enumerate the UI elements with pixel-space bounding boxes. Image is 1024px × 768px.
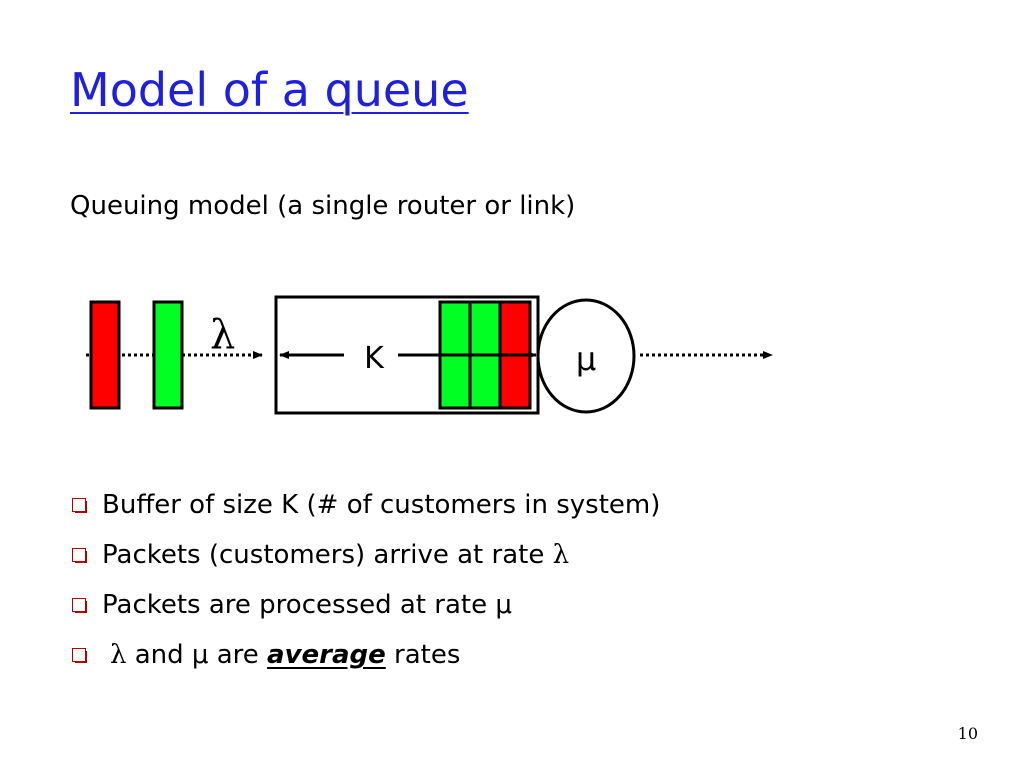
bullet-buffer-size: Buffer of size K (# of customers in syst… xyxy=(72,480,660,530)
buffer-size-label: K xyxy=(364,341,385,376)
bullet-text-end: rates xyxy=(385,640,461,670)
bullet-text: Packets (customers) arrive at rate xyxy=(102,540,553,570)
lambda-symbol: λ xyxy=(110,640,127,670)
bullet-service-rate: Packets are processed at rate μ xyxy=(72,580,660,630)
bullet-list: Buffer of size K (# of customers in syst… xyxy=(72,480,660,680)
checkbox-bullet-icon xyxy=(72,648,87,663)
arriving-packet-green xyxy=(152,300,184,410)
server-circle xyxy=(536,298,636,414)
checkbox-bullet-icon xyxy=(72,548,87,563)
queue-diagram: λ K μ xyxy=(86,295,773,415)
bullet-text-middle: and μ are xyxy=(126,640,268,670)
bullet-text: Packets are processed at rate μ xyxy=(102,590,512,620)
bullet-arrival-rate: Packets (customers) arrive at rate λ xyxy=(72,530,660,580)
slide-title: Model of a queue xyxy=(70,63,469,117)
bullet-average-rates: λ and μ are average rates xyxy=(72,630,660,680)
bullet-text: Buffer of size K (# of customers in syst… xyxy=(102,490,661,520)
page-number: 10 xyxy=(957,724,978,743)
arrival-rate-label: λ xyxy=(210,312,235,358)
checkbox-bullet-icon xyxy=(72,498,87,513)
arriving-packet-red xyxy=(89,300,121,410)
slide-subtitle: Queuing model (a single router or link) xyxy=(70,191,576,221)
service-rate-label: μ xyxy=(576,340,596,378)
checkbox-bullet-icon xyxy=(72,598,87,613)
emphasis-average: average xyxy=(267,640,386,670)
lambda-symbol: λ xyxy=(552,540,570,570)
